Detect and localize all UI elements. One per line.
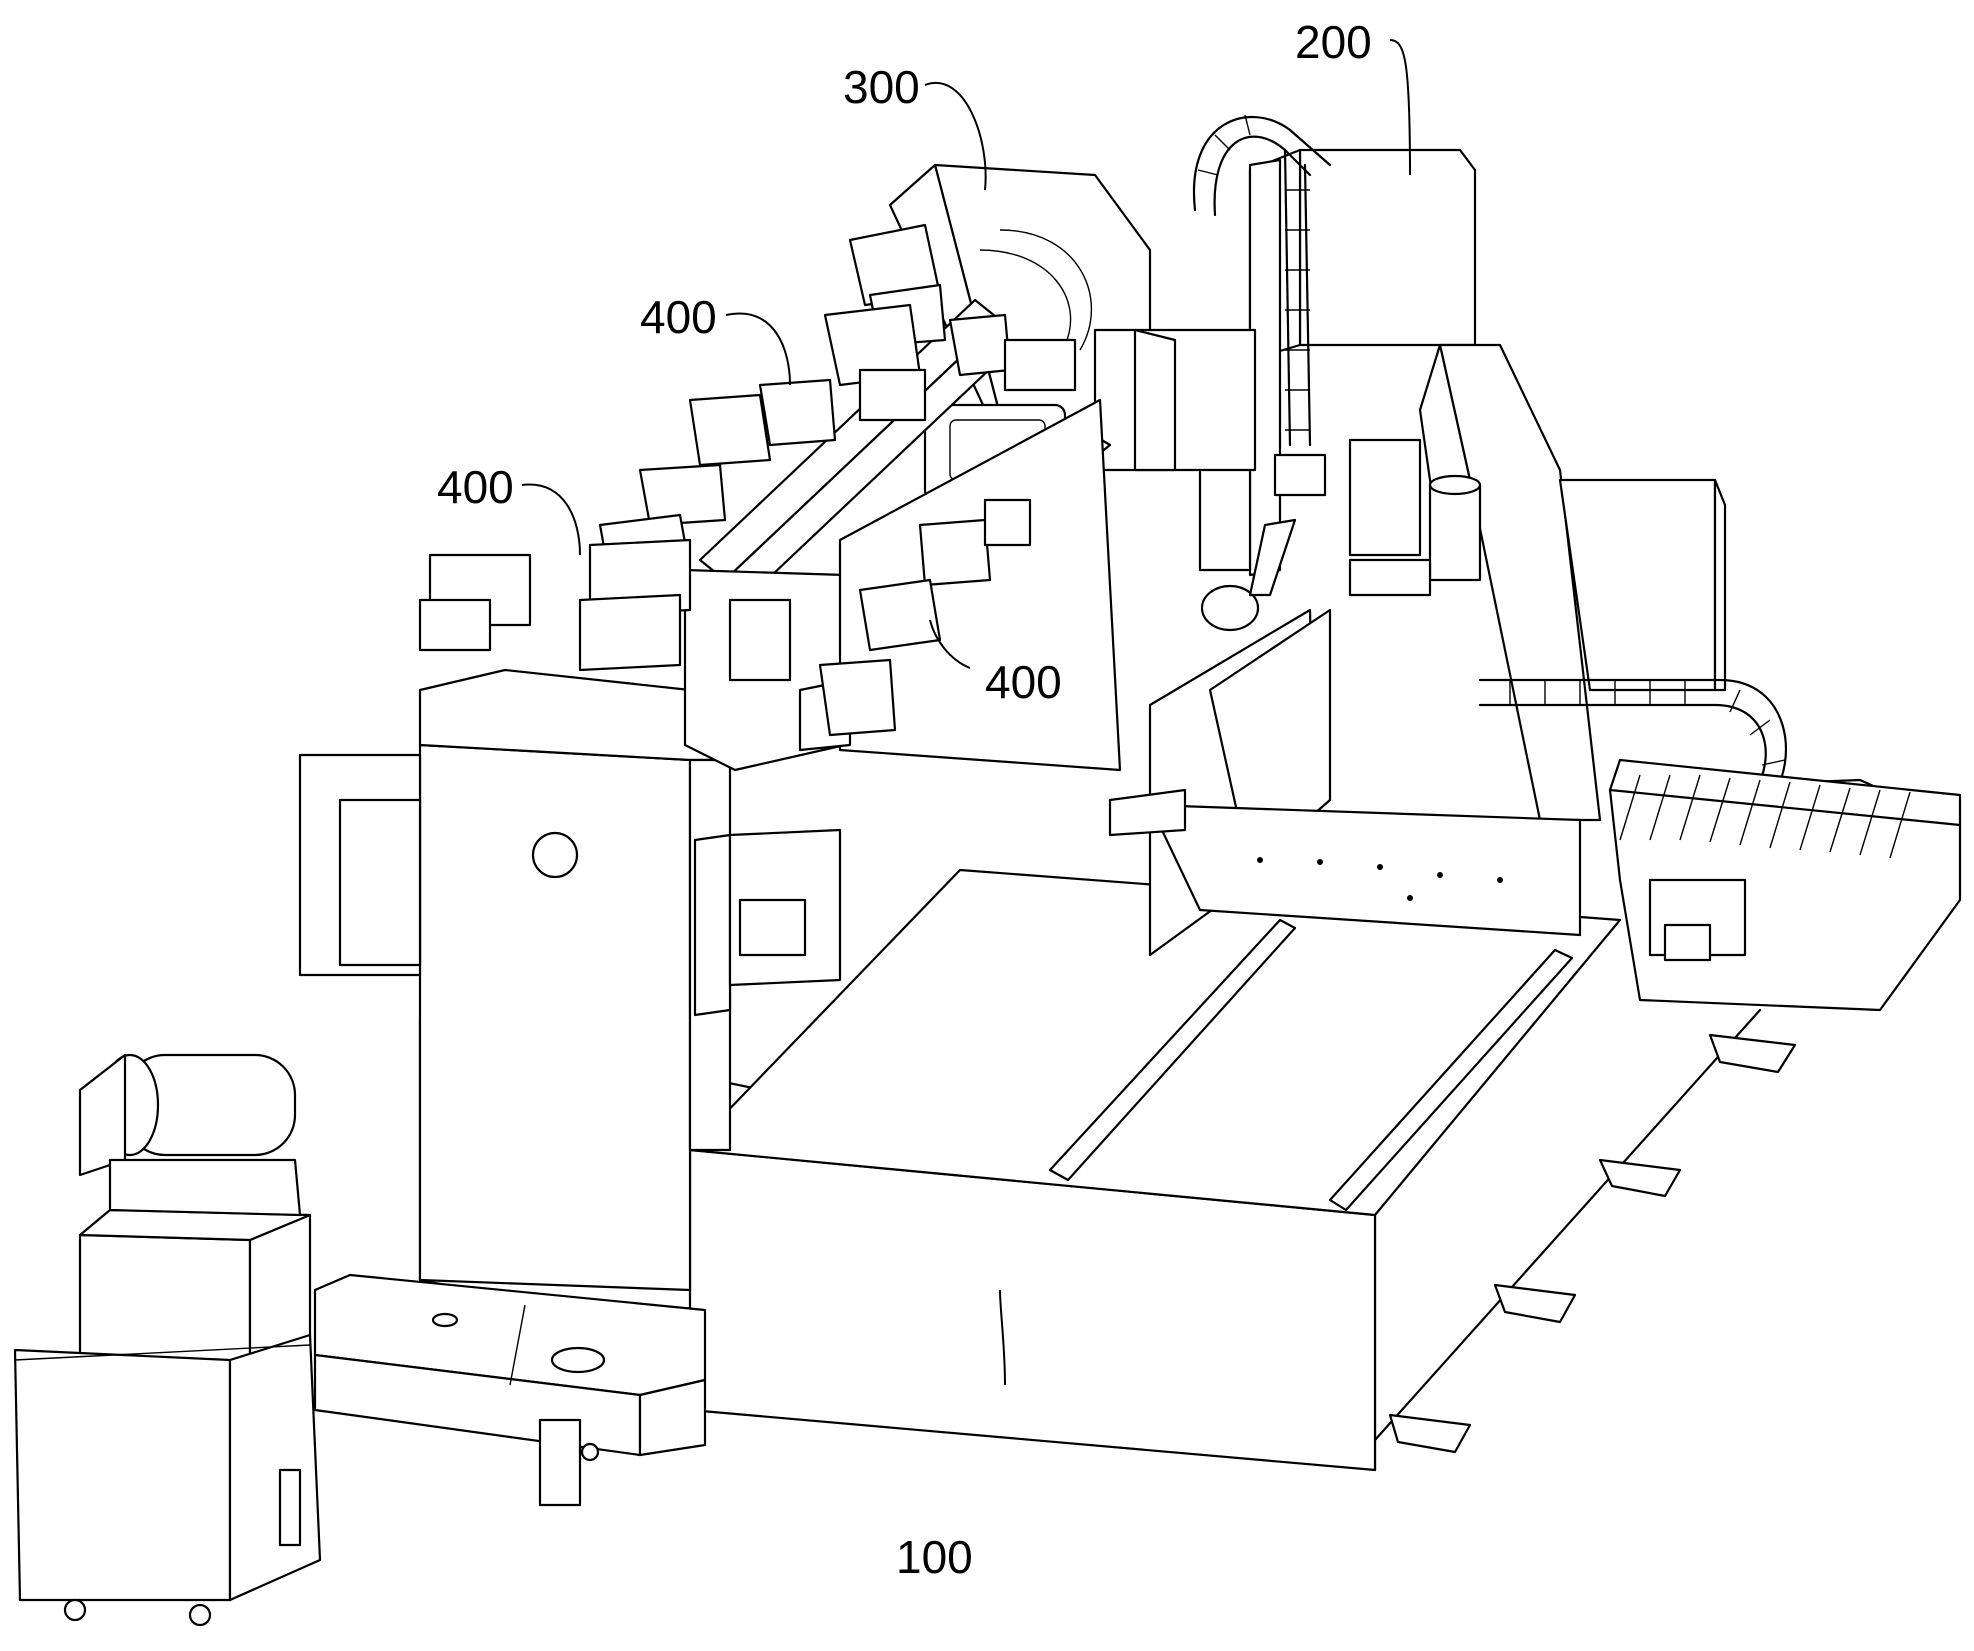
label-200: 200 bbox=[1295, 16, 1372, 68]
label-400-left: 400 bbox=[437, 461, 514, 513]
outfeed-table bbox=[1610, 760, 1960, 1010]
chip-cart bbox=[15, 1055, 320, 1625]
chip-conveyor bbox=[315, 1275, 705, 1505]
label-300: 300 bbox=[843, 61, 920, 113]
label-100: 100 bbox=[896, 1531, 973, 1583]
label-400-upper: 400 bbox=[640, 291, 717, 343]
label-400-lower: 400 bbox=[985, 656, 1062, 708]
